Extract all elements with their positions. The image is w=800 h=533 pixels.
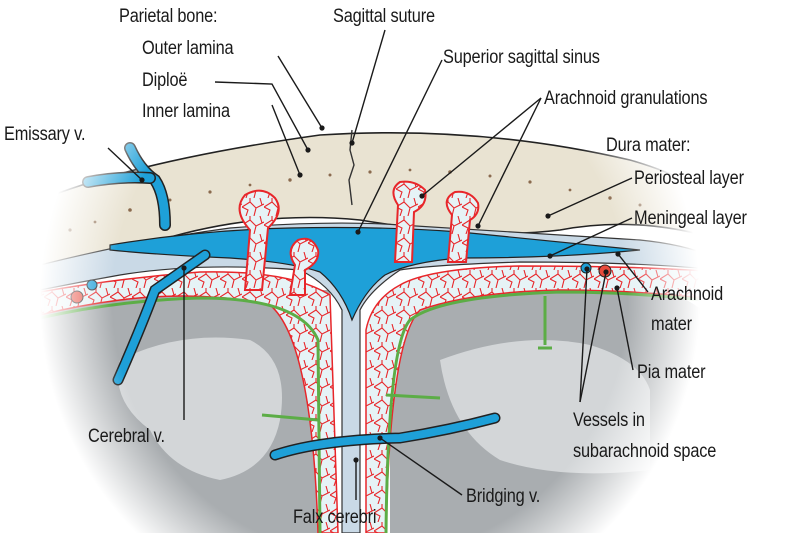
label-outer-lamina: Outer lamina <box>142 38 234 59</box>
label-falx-cerebri: Falx cerebri <box>293 507 377 528</box>
leader-lines <box>107 29 649 500</box>
label-bridging-v: Bridging v. <box>466 486 541 507</box>
label-diploe: Diploë <box>142 70 188 91</box>
label-cerebral-v: Cerebral v. <box>88 426 165 447</box>
label-arachnoid-granulations: Arachnoid granulations <box>544 88 708 109</box>
label-arachnoid-mater-1: Arachnoid <box>651 284 724 305</box>
label-pia-mater: Pia mater <box>637 362 706 383</box>
label-vessels-2: subarachnoid space <box>573 441 717 462</box>
label-emissary-v: Emissary v. <box>4 124 86 145</box>
label-meningeal-layer: Meningeal layer <box>634 208 747 229</box>
label-parietal-bone: Parietal bone: <box>119 6 218 27</box>
label-dura-mater: Dura mater: <box>606 135 691 156</box>
label-sagittal-suture: Sagittal suture <box>333 6 435 27</box>
label-vessels-1: Vessels in <box>573 410 645 431</box>
label-arachnoid-mater-2: mater <box>651 314 692 335</box>
label-periosteal-layer: Periosteal layer <box>634 168 744 189</box>
label-inner-lamina: Inner lamina <box>142 101 230 122</box>
label-superior-sagittal-sinus: Superior sagittal sinus <box>443 47 600 68</box>
